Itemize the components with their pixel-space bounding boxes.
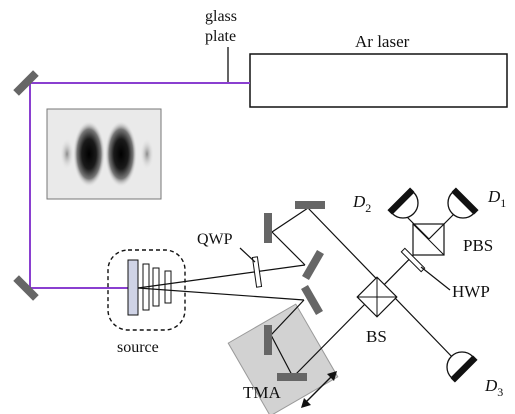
photon-beam-upper [137,264,306,289]
pump-mirror-top [13,70,39,96]
detector-d3 [446,351,478,383]
upper-arm-mirror-3 [295,201,325,209]
pbs-label: PBS [463,236,493,255]
glass-plate-label-1: glass [205,8,237,25]
interference-image-inset [46,108,162,200]
d2-label: D2 [352,192,371,215]
pump-beam-path [29,82,250,289]
lower-arm-mirror-3 [277,373,307,381]
lower-arm-mirror-1 [301,285,323,315]
source-dashed-box [107,249,186,331]
pump-mirror-bottom [13,275,39,301]
source-label: source [117,339,159,356]
glass-plate-label-2: plate [205,28,236,45]
beam-splitter [356,276,398,318]
lower-arm-mirror-2 [264,325,272,355]
translation-arrow [301,371,337,408]
source-crystals [127,259,172,316]
tma-label: TMA [243,383,282,402]
quarter-wave-plate [251,256,263,288]
qwp-label: QWP [197,231,233,248]
qwp-pointer [239,247,256,263]
photon-beam-lower [137,287,305,301]
hwp-label: HWP [452,282,490,301]
hwp-pointer [420,266,451,291]
ar-laser-label: Ar laser [355,32,410,51]
half-wave-plate [400,247,426,273]
bs-label: BS [366,327,387,346]
d1-subscript: 1 [500,196,506,210]
d3-subscript: 3 [497,385,503,399]
upper-arm-mirror-1 [302,250,324,280]
d3-label: D3 [484,376,503,399]
upper-arm-mirror-2 [264,213,272,243]
detector-d2 [387,187,419,219]
tma-stage [227,303,339,414]
d1-label: D1 [487,187,506,210]
d2-subscript: 2 [365,201,371,215]
detector-d1 [447,187,479,219]
ar-laser-box [249,53,508,108]
